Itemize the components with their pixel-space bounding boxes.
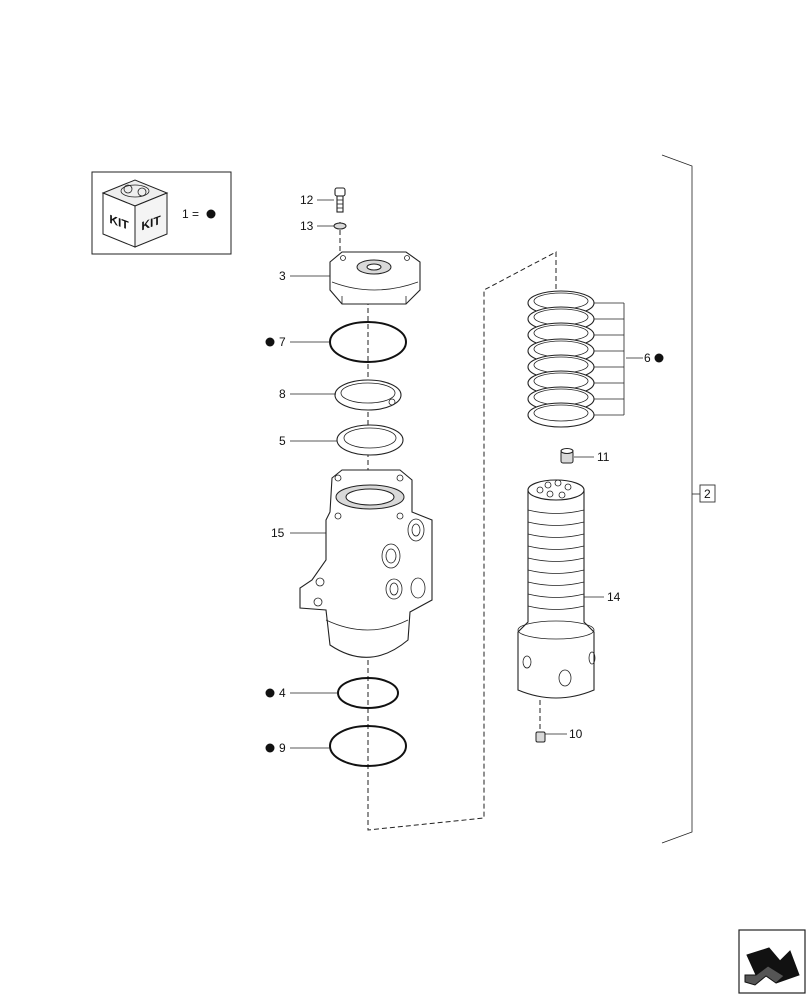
rotor-groove: [527, 557, 585, 562]
kit-dot-6: [654, 353, 664, 363]
group-bracket: [661, 154, 693, 844]
rotor-groove: [527, 533, 585, 538]
callout-5: 5: [279, 434, 286, 448]
callout-7: 7: [279, 335, 286, 349]
callout-8: 8: [279, 387, 286, 401]
rotor-groove: [527, 593, 585, 598]
callout-6: 6: [644, 351, 651, 365]
kit-dot-9: [265, 743, 275, 753]
rotor-groove: [527, 569, 585, 574]
callout-3: 3: [279, 269, 286, 283]
callout-12: 12: [300, 193, 314, 207]
rotor-14: [517, 479, 596, 699]
seal-rings-6: [527, 290, 625, 428]
rotor-groove: [527, 605, 585, 610]
rotor-groove: [527, 581, 585, 586]
plug-10: [535, 731, 546, 743]
explode-outline: [367, 251, 557, 831]
callout-2: 2: [704, 487, 711, 501]
snap-ring-8: [334, 379, 402, 411]
callout-14: 14: [607, 590, 621, 604]
o-ring-9: [329, 725, 407, 767]
next-page-arrow-icon[interactable]: [738, 929, 806, 994]
group-label-box: [699, 484, 716, 503]
washer-13: [333, 222, 347, 230]
kit-legend: KIT KIT 1 =: [91, 171, 232, 255]
kit-dot-7: [265, 337, 275, 347]
rotor-grooves: [527, 509, 585, 610]
seal-ring-inner: [533, 404, 589, 422]
rotor-groove: [527, 545, 585, 550]
rotor-groove: [527, 521, 585, 526]
kit-marker-dot: [206, 209, 216, 219]
kit-dot-4: [265, 688, 275, 698]
callout-11: 11: [597, 450, 610, 464]
bolt-12: [334, 187, 346, 213]
valve-body-15: [299, 469, 433, 658]
kit-legend-text: 1 =: [182, 207, 199, 221]
plug-11: [560, 447, 574, 464]
callout-9: 9: [279, 741, 286, 755]
leader-lines: [290, 199, 643, 749]
ring-5: [336, 424, 404, 456]
cover-3: [329, 251, 421, 305]
callout-15: 15: [271, 526, 285, 540]
rotor-groove: [527, 509, 585, 514]
seal-ring: [527, 402, 595, 428]
kit-box-icon: KIT KIT: [101, 179, 169, 248]
callout-13: 13: [300, 219, 314, 233]
callout-10: 10: [569, 727, 583, 741]
callout-4: 4: [279, 686, 286, 700]
